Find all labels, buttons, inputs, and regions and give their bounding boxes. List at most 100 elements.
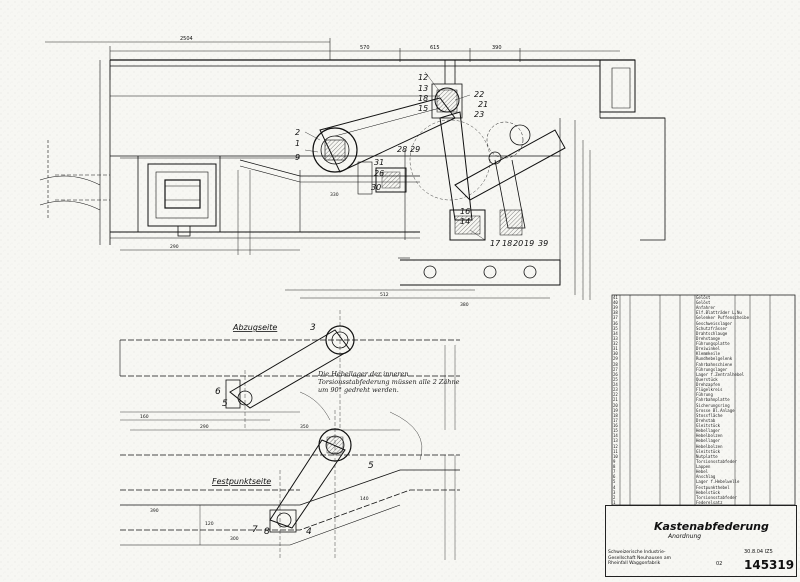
bom-desc: Gelenker Puffenscheibe (696, 315, 749, 321)
bom-pos: 12 (613, 443, 618, 449)
drawing-date: 30.8.04 IZ5 (744, 549, 773, 555)
festpunktseite-view (120, 410, 460, 560)
bom-pos: 15 (613, 428, 618, 434)
dim-label: 380 (460, 302, 469, 308)
bom-pos: 41 (613, 295, 618, 300)
bom-desc: Lager f.Hebelwelle (696, 479, 740, 485)
dim-label: 290 (200, 424, 209, 430)
bom-pos: 40 (613, 300, 618, 306)
callout-7: 7 (252, 525, 258, 535)
bom-desc: Drehstange (696, 335, 721, 341)
bom-desc: Querstück (696, 376, 718, 382)
bom-pos: 20 (613, 402, 618, 408)
bom-desc: Hebellager (696, 438, 721, 444)
callout-2: 2 (295, 128, 300, 137)
bom-pos: 9 (613, 458, 616, 464)
dim-label: 300 (230, 536, 239, 542)
bom-desc: Fahrbahnplatte (696, 397, 730, 403)
bom-row: 22 Führung (612, 392, 795, 397)
torsion-linkage (304, 60, 576, 295)
bom-pos: 28 (613, 361, 618, 367)
bom-pos: 30 (613, 351, 618, 357)
bom-desc: Hebellager (696, 428, 721, 434)
bom-pos: 19 (613, 407, 618, 413)
callout-19: 19 (524, 239, 534, 248)
callout-3: 3 (310, 323, 316, 333)
callout-31: 31 (374, 158, 384, 167)
bom-desc: Führung (696, 392, 713, 398)
dim-label: 120 (205, 521, 214, 527)
dim-label: 512 (380, 292, 389, 298)
bom-desc: Fahrbahnschiene (696, 361, 733, 367)
bom-desc: Klemmkeile (696, 351, 721, 357)
bom-pos: 13 (613, 438, 618, 444)
bom-desc: Rundhebelgelenk (696, 356, 733, 362)
date-suffix: IZ5 (764, 549, 773, 555)
drawing-note: Die Hebellager der inneren Torsionsstabf… (318, 370, 460, 394)
dim-label: 390 (150, 508, 159, 514)
bom-row: 21 Fahrbahnplatte (612, 397, 795, 402)
bom-desc: Hebelstück (696, 489, 721, 495)
bom-desc: Torsionsstabfeder (696, 494, 737, 500)
callout-39: 39 (538, 239, 548, 248)
bom-pos: 39 (613, 305, 618, 311)
view-label-festpunktseite: Festpunktseite (212, 477, 271, 486)
bom-desc: Gelöst (696, 295, 711, 300)
dim-label: 570 (360, 45, 370, 51)
bom-desc: Drahtschlauge (696, 330, 728, 336)
bom-desc: Stossfläche (696, 412, 723, 418)
dim-label: 290 (170, 244, 179, 250)
bom-desc: Schutzfrässer (696, 325, 728, 331)
callout-30: 30 (371, 183, 381, 192)
dim-label: 615 (430, 45, 440, 51)
bom-pos: 22 (613, 392, 618, 398)
bom-pos: 23 (613, 387, 618, 393)
bom-row: 30 Klemmkeile (612, 351, 795, 356)
bom-pos: 6 (613, 474, 616, 480)
drawing-subtitle: Anordnung (668, 533, 702, 540)
drawing-number: 145319 (744, 558, 795, 572)
dim-label: 2504 (180, 36, 193, 42)
bom-pos: 7 (613, 469, 616, 475)
bom-pos: 3 (613, 489, 616, 495)
callout-26: 26 (374, 169, 384, 178)
bom-desc: Hebel (696, 469, 709, 475)
bom-desc: Lager f.Zentralhebel (696, 371, 745, 377)
bom-pos: 33 (613, 335, 618, 341)
bom-pos: 21 (613, 397, 618, 403)
bom-pos: 14 (613, 433, 618, 439)
bom-pos: 31 (613, 346, 618, 352)
bom-pos: 4 (613, 484, 616, 490)
callout-18b: 18 (502, 239, 512, 248)
bom-row: 3 Hebelstück (612, 490, 795, 495)
callout-20: 20 (513, 239, 523, 248)
bom-row: 31 Dreiwinkel (612, 346, 795, 351)
right-dimensions (120, 140, 591, 300)
bom-desc: Dreiwinkel (696, 346, 721, 352)
bom-desc: Sicherungsring (696, 402, 730, 408)
bom-pos: 29 (613, 356, 618, 362)
callout-18: 18 (418, 94, 428, 103)
callout-21: 21 (478, 100, 488, 109)
callout-23: 23 (474, 110, 484, 119)
callout-13: 13 (418, 84, 428, 93)
bom-row: 41 Gelöst (612, 295, 795, 300)
callout-9: 9 (295, 153, 300, 162)
bom-pos: 11 (613, 448, 618, 454)
callout-29: 29 (410, 145, 420, 154)
